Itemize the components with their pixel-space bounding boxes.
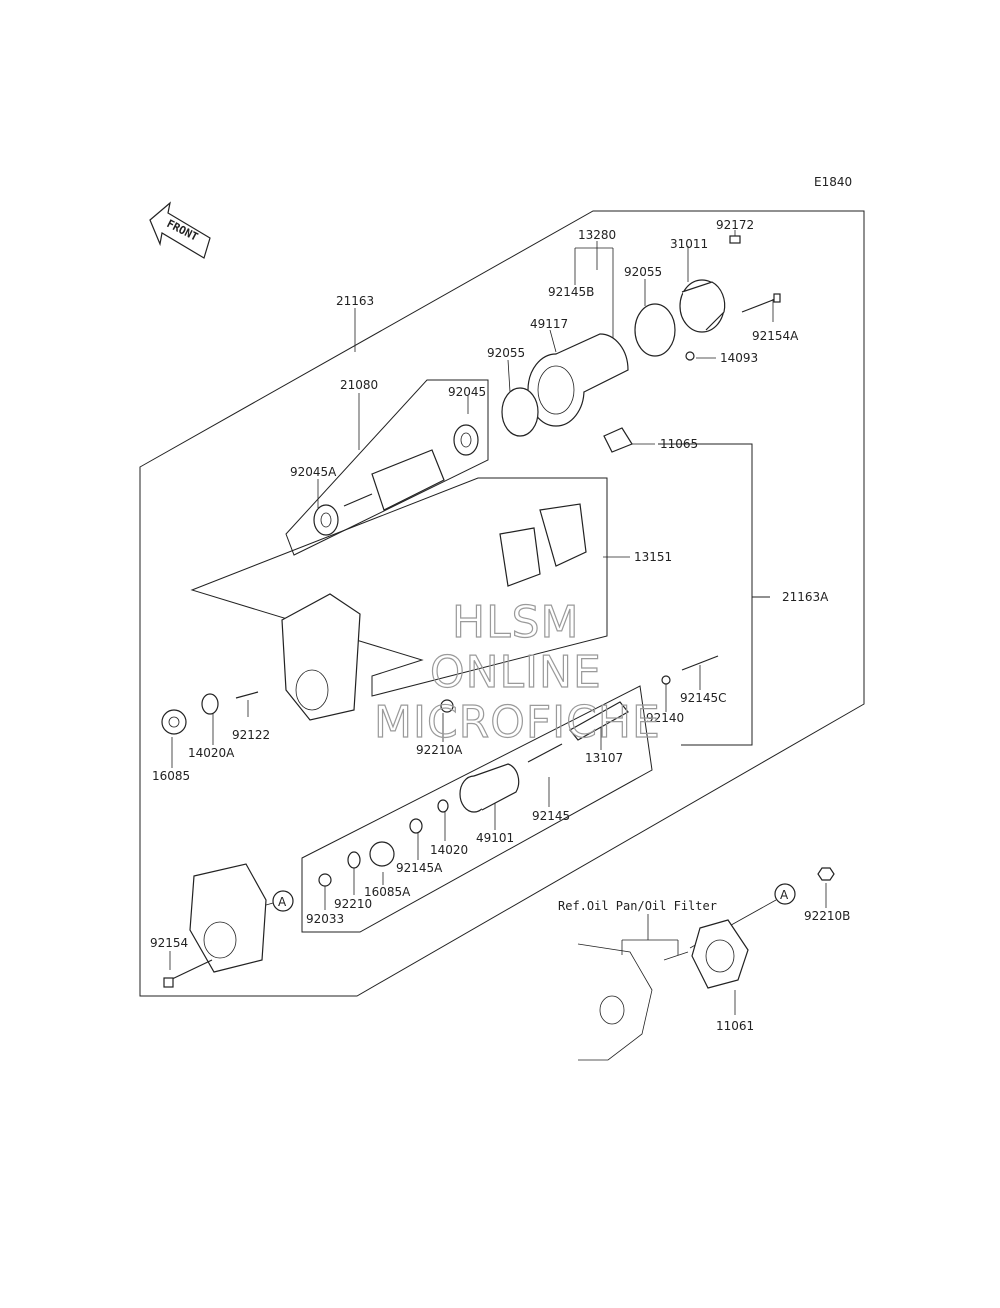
- oil-pan-reference: [577, 943, 689, 1061]
- bolt-92172: [729, 235, 741, 244]
- spring-92145C: [681, 655, 719, 671]
- bolt-92154: [163, 959, 213, 988]
- washer-92210: [347, 851, 361, 869]
- label-14093: 14093: [720, 351, 758, 365]
- bolt-92154A: [741, 293, 781, 313]
- label-14020A: 14020A: [188, 746, 235, 760]
- collar-14020: [437, 799, 449, 813]
- brush-plate-13151: [499, 503, 587, 587]
- assembly-outline-21163: [139, 210, 865, 997]
- label-92172: 92172: [716, 218, 754, 232]
- label-49101: 49101: [476, 831, 514, 845]
- label-16085A: 16085A: [364, 885, 411, 899]
- housing: [281, 593, 361, 721]
- label-92145: 92145: [532, 809, 570, 823]
- bearing-92045: [453, 424, 479, 456]
- label-92045A: 92045A: [290, 465, 337, 479]
- label-92140: 92140: [646, 711, 684, 725]
- brush-holder-box-13151: [190, 477, 608, 697]
- cover-31011: [679, 279, 726, 333]
- watermark-line-3: MICROFICHE: [374, 697, 661, 748]
- circlip-92033: [318, 873, 332, 887]
- label-13280: 13280: [578, 228, 616, 242]
- callout-a-left: A: [265, 890, 294, 912]
- label-92045: 92045: [448, 385, 486, 399]
- spring-92145: [527, 743, 563, 763]
- label-31011: 31011: [670, 237, 708, 251]
- callout-a-right: A: [774, 883, 796, 905]
- gear-16085A: [369, 841, 395, 867]
- o-ring-92055-left: [501, 387, 539, 437]
- diagram-code: E1840: [814, 175, 852, 189]
- watermark-line-2: ONLINE: [430, 647, 602, 698]
- label-92145C: 92145C: [680, 691, 727, 705]
- bearing-92045A: [313, 504, 339, 536]
- terminal-11065: [603, 427, 633, 453]
- clutch-49101: [459, 763, 520, 813]
- gear-16085: [161, 709, 187, 735]
- part-labels: 21163 21163A 21080 13280 92172 31011 920…: [150, 218, 850, 1033]
- label-92210B: 92210B: [804, 909, 850, 923]
- svg-text:A: A: [780, 888, 789, 902]
- nut-92210A: [440, 699, 454, 713]
- label-92122: 92122: [232, 728, 270, 742]
- svg-text:A: A: [278, 895, 287, 909]
- label-92154A: 92154A: [752, 329, 799, 343]
- end-cover: [189, 863, 267, 973]
- label-92145B: 92145B: [548, 285, 594, 299]
- label-21163: 21163: [336, 294, 374, 308]
- label-92055-top: 92055: [624, 265, 662, 279]
- label-16085: 16085: [152, 769, 190, 783]
- label-21163A: 21163A: [782, 590, 829, 604]
- ball-92140: [661, 675, 671, 685]
- armature-21080: [343, 449, 445, 511]
- label-21080: 21080: [340, 378, 378, 392]
- ref-note: Ref.Oil Pan/Oil Filter: [558, 899, 717, 913]
- label-92145A: 92145A: [396, 861, 443, 875]
- label-92055-left: 92055: [487, 346, 525, 360]
- collar-14020A: [201, 693, 219, 715]
- gear-set-box: [301, 685, 653, 933]
- label-92210: 92210: [334, 897, 372, 911]
- label-92033: 92033: [306, 912, 344, 926]
- shaft-13107: [569, 701, 629, 741]
- label-13151: 13151: [634, 550, 672, 564]
- label-11065: 11065: [660, 437, 698, 451]
- label-92154: 92154: [150, 936, 188, 950]
- leader-lines: [169, 230, 827, 1015]
- watermark-line-1: HLSM: [452, 597, 580, 648]
- front-arrow-icon: FRONT: [149, 201, 211, 259]
- nut-14093: [685, 351, 695, 361]
- pin-92122: [235, 691, 259, 699]
- label-13107: 13107: [585, 751, 623, 765]
- spring-92145A: [409, 818, 423, 834]
- label-92210A: 92210A: [416, 743, 463, 757]
- o-ring-92055-top: [634, 303, 676, 357]
- nut-92210B: [817, 867, 835, 881]
- label-14020: 14020: [430, 843, 468, 857]
- gasket-11061: [691, 919, 749, 989]
- label-49117: 49117: [530, 317, 568, 331]
- label-11061: 11061: [716, 1019, 754, 1033]
- yoke-49117: [527, 333, 629, 427]
- armature-box-21080: [285, 379, 489, 556]
- assembly-bracket-21163A: [658, 443, 753, 746]
- watermark: HLSM ONLINE MICROFICHE: [373, 596, 661, 748]
